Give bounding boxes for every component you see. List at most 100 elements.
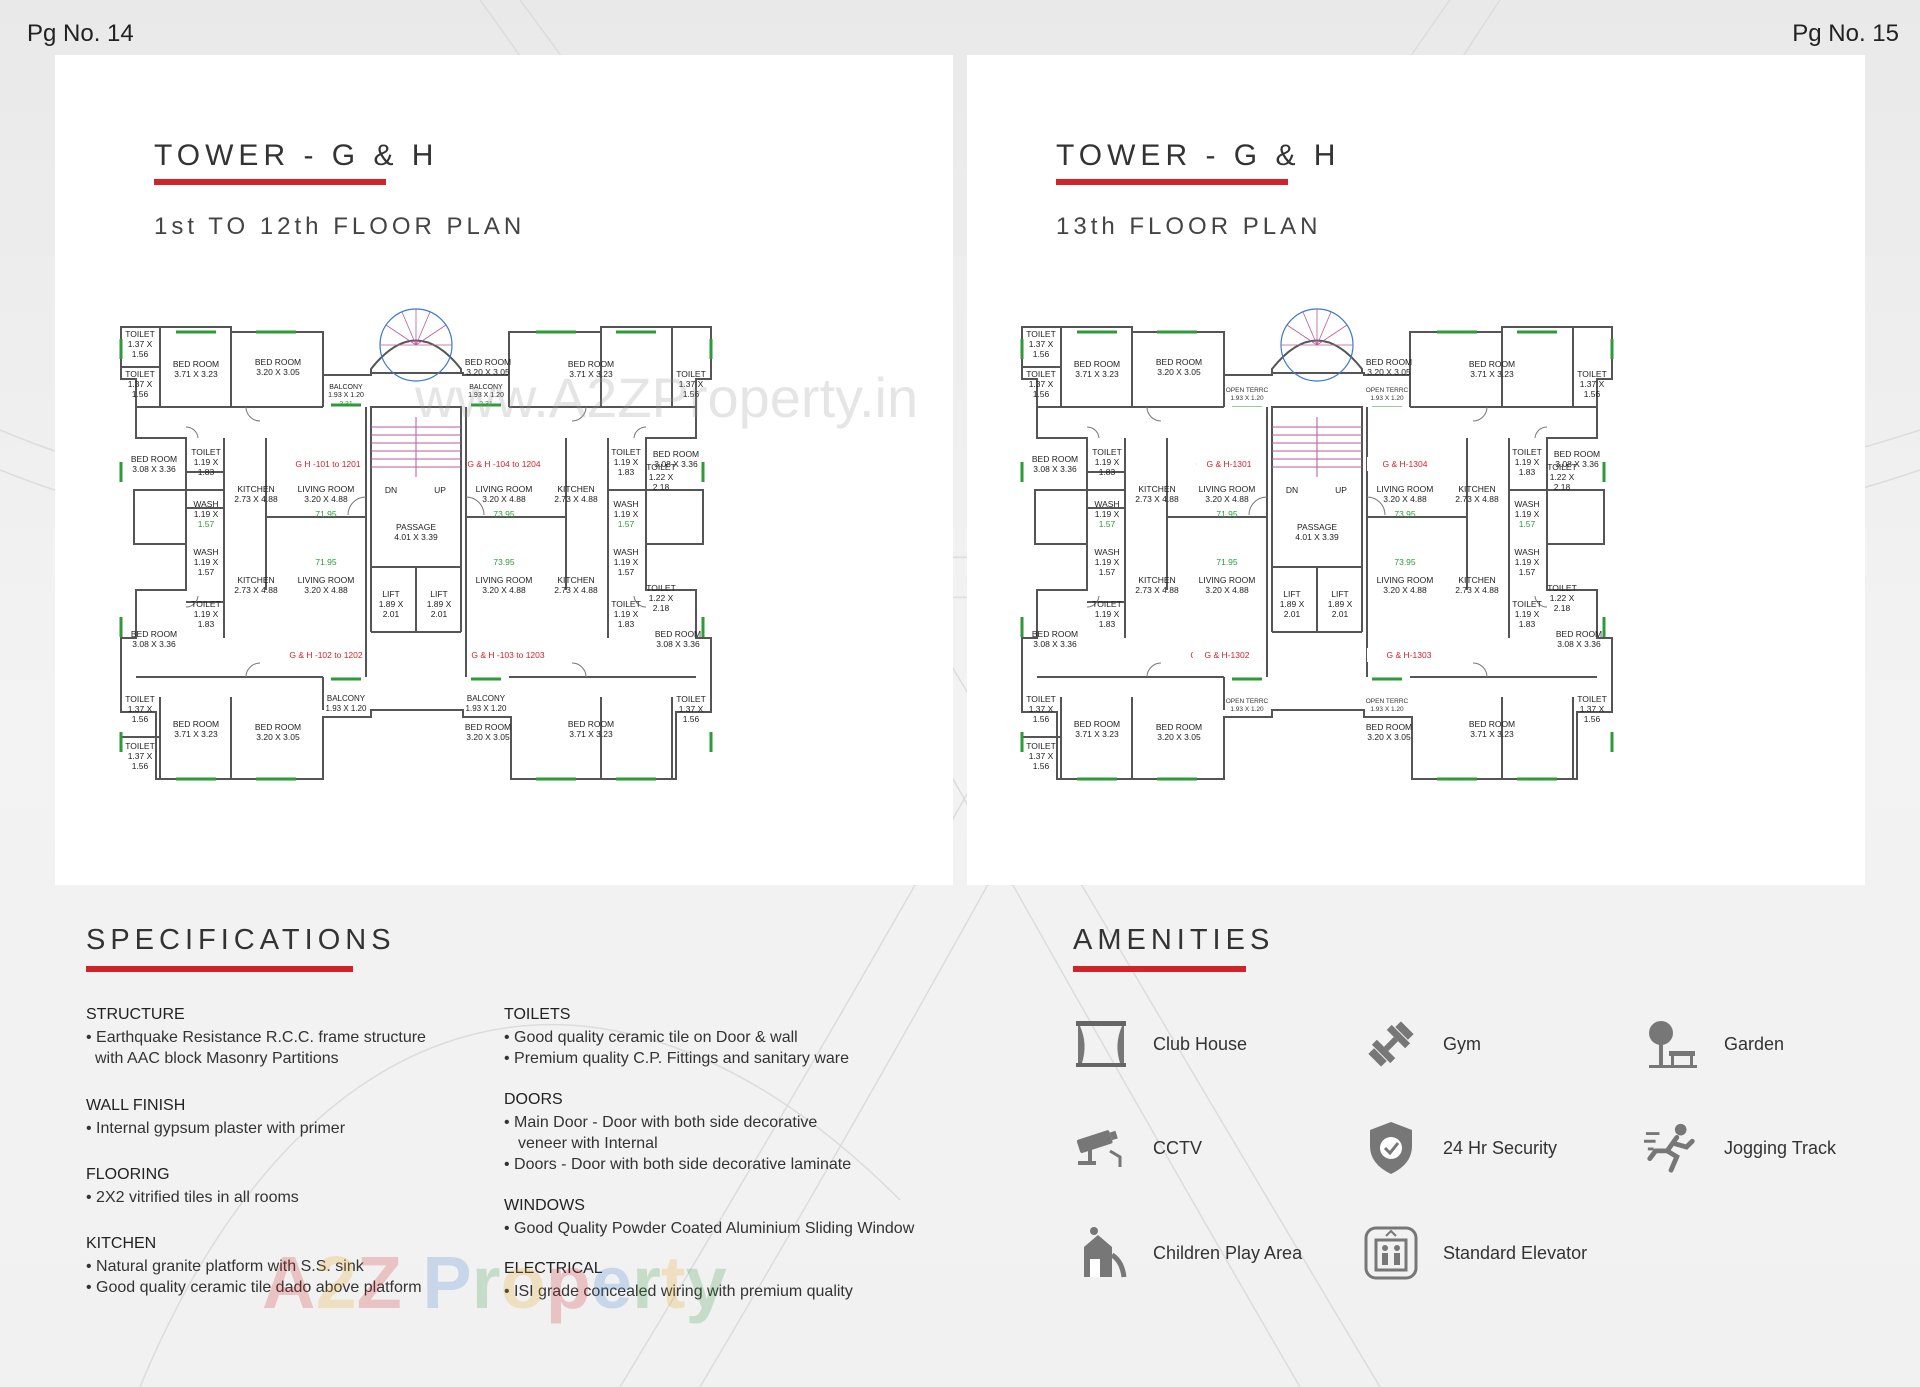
svg-text:BALCONY: BALCONY (327, 694, 366, 703)
svg-text:1.37 X: 1.37 X (128, 751, 153, 761)
svg-text:1.83: 1.83 (618, 619, 635, 629)
floor-plan-typical: TOILET 1.37 X 1.56 TOILET 1.37 X 1.56 BE… (119, 308, 713, 781)
amenity-cctv: CCTV (1073, 1120, 1202, 1176)
svg-text:G & H -104 to 1204: G & H -104 to 1204 (467, 459, 541, 469)
left-panel-title: TOWER - G & H (154, 139, 439, 172)
svg-text:3.08 X 3.36: 3.08 X 3.36 (132, 464, 176, 474)
svg-text:2.31: 2.31 (479, 401, 493, 408)
svg-text:OPEN TERRC: OPEN TERRC (1226, 698, 1269, 705)
svg-text:73.95: 73.95 (493, 557, 515, 567)
svg-text:TOILET: TOILET (191, 447, 221, 457)
spec-windows: WINDOWS • Good Quality Powder Coated Alu… (504, 1197, 915, 1237)
svg-text:1.19 X: 1.19 X (614, 457, 639, 467)
svg-text:2.31: 2.31 (339, 401, 353, 408)
svg-text:1.56: 1.56 (132, 761, 149, 771)
amenities-underline (1073, 966, 1246, 972)
svg-text:3.20 X 3.05: 3.20 X 3.05 (466, 367, 510, 377)
svg-text:3.08 X 3.36: 3.08 X 3.36 (654, 459, 698, 469)
svg-text:WASH: WASH (613, 499, 638, 509)
svg-text:TOILET: TOILET (125, 741, 155, 751)
svg-text:3.20 X 3.05: 3.20 X 3.05 (256, 367, 300, 377)
floor-plan-13th: G & H-1301 G & H-1304 G & H-1302 G & H-1… (1020, 307, 1614, 781)
svg-text:BED ROOM: BED ROOM (568, 359, 614, 369)
specifications-heading: SPECIFICATIONS (86, 924, 396, 956)
svg-text:1.83: 1.83 (198, 619, 215, 629)
svg-text:TOILET: TOILET (125, 369, 155, 379)
svg-text:2.73 X 4.88: 2.73 X 4.88 (234, 585, 278, 595)
svg-text:G H -101 to 1201: G H -101 to 1201 (295, 459, 360, 469)
svg-text:LIVING ROOM: LIVING ROOM (298, 575, 355, 585)
amenity-24hr-security: 24 Hr Security (1363, 1120, 1557, 1176)
spec-doors: DOORS • Main Door - Door with both side … (504, 1091, 852, 1173)
page-number-right: Pg No. 15 (1792, 20, 1899, 47)
specifications-underline (86, 966, 353, 972)
svg-text:1.22 X: 1.22 X (649, 472, 674, 482)
jogging-icon (1644, 1120, 1700, 1176)
amenity-jogging-track: Jogging Track (1644, 1120, 1836, 1176)
svg-text:BALCONY: BALCONY (467, 694, 506, 703)
website-watermark: www.A2ZProperty.in (415, 366, 919, 429)
svg-text:TOILET: TOILET (611, 599, 641, 609)
right-panel-title: TOWER - G & H (1056, 139, 1341, 172)
floor-plan-panel-right: TOWER - G & H 13th FLOOR PLAN G & H-1301… (967, 55, 1865, 885)
svg-text:3.71 X 3.23: 3.71 X 3.23 (569, 729, 613, 739)
svg-text:LIFT: LIFT (430, 589, 447, 599)
elevator-icon (1363, 1225, 1419, 1281)
svg-text:TOILET: TOILET (125, 694, 155, 704)
svg-text:73.95: 73.95 (493, 509, 515, 519)
svg-text:BED ROOM: BED ROOM (173, 359, 219, 369)
svg-text:BED ROOM: BED ROOM (131, 454, 177, 464)
svg-text:LIFT: LIFT (382, 589, 399, 599)
svg-text:PASSAGE: PASSAGE (396, 522, 436, 532)
svg-text:1.19 X: 1.19 X (614, 509, 639, 519)
svg-text:KITCHEN: KITCHEN (237, 575, 274, 585)
svg-text:LIVING ROOM: LIVING ROOM (476, 484, 533, 494)
svg-text:UP: UP (434, 485, 446, 495)
svg-text:KITCHEN: KITCHEN (237, 484, 274, 494)
svg-text:1.57: 1.57 (618, 567, 635, 577)
spec-wall-finish: WALL FINISH • Internal gypsum plaster wi… (86, 1097, 346, 1137)
room-label: TOILET (125, 329, 155, 339)
svg-text:1.37 X: 1.37 X (128, 339, 153, 349)
svg-text:OPEN TERRC: OPEN TERRC (1226, 387, 1269, 394)
svg-text:1.22 X: 1.22 X (649, 593, 674, 603)
svg-text:OPEN TERRC: OPEN TERRC (1366, 387, 1409, 394)
svg-text:BED ROOM: BED ROOM (465, 722, 511, 732)
spec-toilets: TOILETS • Good quality ceramic tile on D… (504, 1006, 849, 1067)
svg-text:1.83: 1.83 (198, 467, 215, 477)
svg-text:3.71 X 3.23: 3.71 X 3.23 (174, 369, 218, 379)
svg-text:G & H-1304: G & H-1304 (1383, 459, 1428, 469)
svg-text:KITCHEN: KITCHEN (557, 484, 594, 494)
svg-text:1.19 X: 1.19 X (194, 557, 219, 567)
svg-text:G & H-1302: G & H-1302 (1205, 650, 1250, 660)
amenities-heading: AMENITIES (1073, 924, 1275, 956)
amenity-gym: Gym (1363, 1016, 1481, 1072)
svg-text:1.93 X 1.20: 1.93 X 1.20 (326, 704, 367, 713)
spec-kitchen: KITCHEN • Natural granite platform with … (86, 1235, 422, 1296)
svg-text:1.83: 1.83 (618, 467, 635, 477)
svg-text:TOILET: TOILET (191, 599, 221, 609)
svg-text:OPEN TERRC: OPEN TERRC (1366, 698, 1409, 705)
svg-text:1.93 X 1.20: 1.93 X 1.20 (1370, 706, 1404, 713)
dumbbell-icon (1363, 1016, 1419, 1072)
svg-text:1.37 X: 1.37 X (679, 379, 704, 389)
spec-flooring: FLOORING • 2X2 vitrified tiles in all ro… (86, 1166, 299, 1206)
svg-text:2.73 X 4.88: 2.73 X 4.88 (554, 585, 598, 595)
svg-text:BALCONY: BALCONY (469, 384, 503, 391)
playground-icon (1073, 1225, 1129, 1281)
left-title-underline (154, 179, 386, 185)
svg-text:TOILET: TOILET (611, 447, 641, 457)
right-title-underline (1056, 179, 1288, 185)
svg-text:TOILET: TOILET (646, 462, 676, 472)
svg-text:BED ROOM: BED ROOM (568, 719, 614, 729)
svg-text:BED ROOM: BED ROOM (173, 719, 219, 729)
svg-text:3.20 X 3.05: 3.20 X 3.05 (466, 732, 510, 742)
svg-text:2.01: 2.01 (431, 609, 448, 619)
svg-text:LIVING ROOM: LIVING ROOM (298, 484, 355, 494)
svg-text:1.93 X 1.20: 1.93 X 1.20 (1370, 395, 1404, 402)
svg-text:G & H -102 to 1202: G & H -102 to 1202 (289, 650, 363, 660)
svg-text:1.93 X 1.20: 1.93 X 1.20 (328, 392, 364, 399)
svg-text:3.08 X 3.36: 3.08 X 3.36 (132, 639, 176, 649)
svg-text:BED ROOM: BED ROOM (255, 357, 301, 367)
svg-text:WASH: WASH (613, 547, 638, 557)
